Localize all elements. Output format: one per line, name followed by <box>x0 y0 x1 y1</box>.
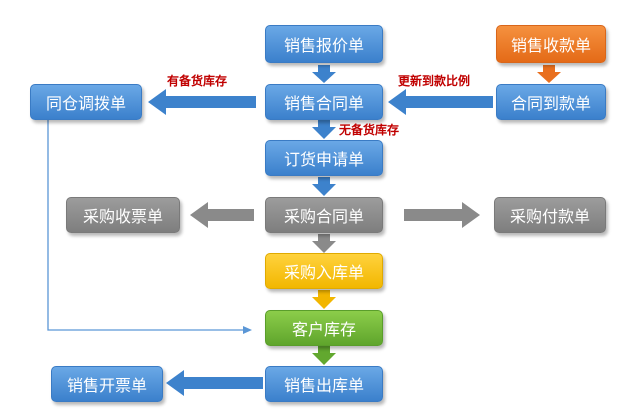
node-customer-stock[interactable]: 客户库存 <box>265 310 383 346</box>
label-update-ratio: 更新到款比例 <box>398 74 471 88</box>
arrow-purchase-to-invoice <box>190 202 254 228</box>
arrow-payment-to-contract <box>388 89 493 115</box>
node-transfer-order[interactable]: 同仓调拨单 <box>30 84 142 120</box>
arrow-outbound-to-invoice <box>166 370 263 396</box>
node-sales-outbound[interactable]: 销售出库单 <box>265 366 383 402</box>
arrow-contract-to-request <box>312 120 336 139</box>
arrow-quote-to-contract <box>312 65 336 83</box>
arrow-inbound-to-stock <box>312 290 336 309</box>
arrow-contract-to-transfer <box>148 89 256 115</box>
node-sales-quote[interactable]: 销售报价单 <box>265 25 383 63</box>
arrow-stock-to-outbound <box>312 346 336 365</box>
connector-transfer-to-stock <box>47 118 244 331</box>
node-sales-invoice[interactable]: 销售开票单 <box>51 366 163 402</box>
node-sales-contract[interactable]: 销售合同单 <box>265 84 383 120</box>
node-purchase-payment[interactable]: 采购付款单 <box>494 197 606 233</box>
node-order-request[interactable]: 订货申请单 <box>265 140 383 176</box>
arrow-request-to-purchase-contract <box>312 177 336 196</box>
node-contract-payment[interactable]: 合同到款单 <box>496 84 606 120</box>
arrow-receipt-to-payment <box>537 65 561 83</box>
node-sales-receipt[interactable]: 销售收款单 <box>496 25 606 63</box>
connector-arrowhead <box>243 326 252 334</box>
label-no-stock: 无备货库存 <box>339 123 400 137</box>
node-purchase-inbound[interactable]: 采购入库单 <box>265 253 383 289</box>
arrow-purchase-to-payment <box>404 202 480 228</box>
node-purchase-contract[interactable]: 采购合同单 <box>265 197 383 233</box>
node-purchase-invoice[interactable]: 采购收票单 <box>66 197 180 233</box>
arrow-purchase-contract-to-inbound <box>312 234 336 253</box>
label-has-stock: 有备货库存 <box>167 74 228 88</box>
